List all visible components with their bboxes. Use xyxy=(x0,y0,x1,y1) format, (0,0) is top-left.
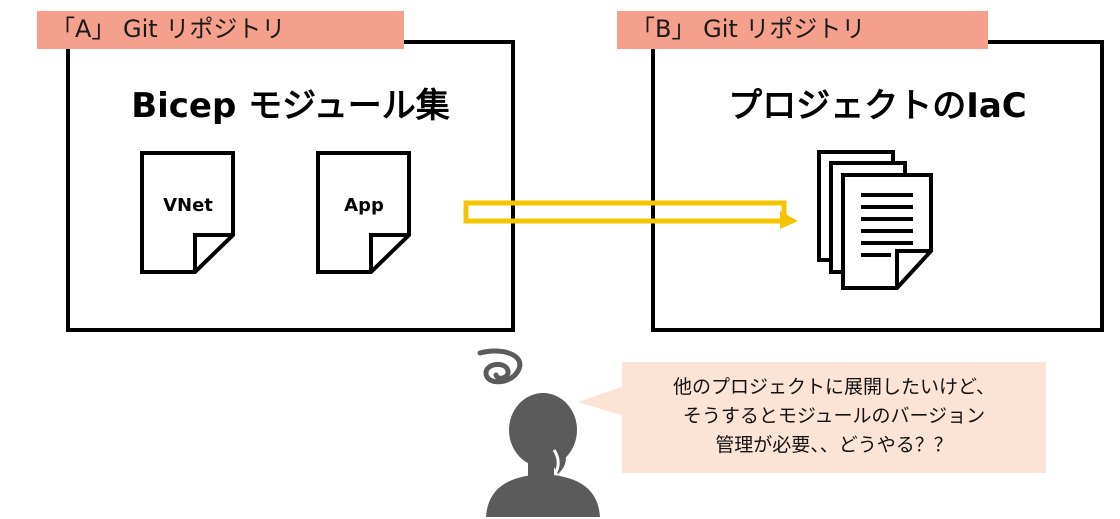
repo-b-title: プロジェクトのIaC xyxy=(728,86,1027,126)
repo-a-box: Bicep モジュール集 xyxy=(66,40,515,332)
vnet-file: VNet xyxy=(140,151,236,274)
person-icon xyxy=(486,393,600,517)
document-icon xyxy=(316,151,411,274)
speech-line: 管理が必要、、どうやる？？ xyxy=(715,434,953,456)
confused-swirl-icon xyxy=(477,348,523,385)
speech-bubble-tail xyxy=(578,386,624,416)
document-stack-icon xyxy=(817,150,933,290)
app-file: App xyxy=(316,151,412,274)
speech-line: そうするとモジュールのバージョン xyxy=(682,405,986,427)
speech-bubble: 他のプロジェクトに展開したいけど、 そうするとモジュールのバージョン 管理が必要… xyxy=(622,362,1046,473)
arrow-right-icon xyxy=(463,200,798,229)
app-file-label: App xyxy=(344,195,384,216)
vnet-file-label: VNet xyxy=(163,195,213,216)
document-icon xyxy=(140,151,235,274)
repo-a-title: Bicep モジュール集 xyxy=(131,86,450,126)
repo-b-label: 「B」 Git リポジトリ xyxy=(617,11,988,49)
repo-a-label: 「A」 Git リポジトリ xyxy=(37,11,404,49)
speech-line: 他のプロジェクトに展開したいけど、 xyxy=(672,376,996,398)
